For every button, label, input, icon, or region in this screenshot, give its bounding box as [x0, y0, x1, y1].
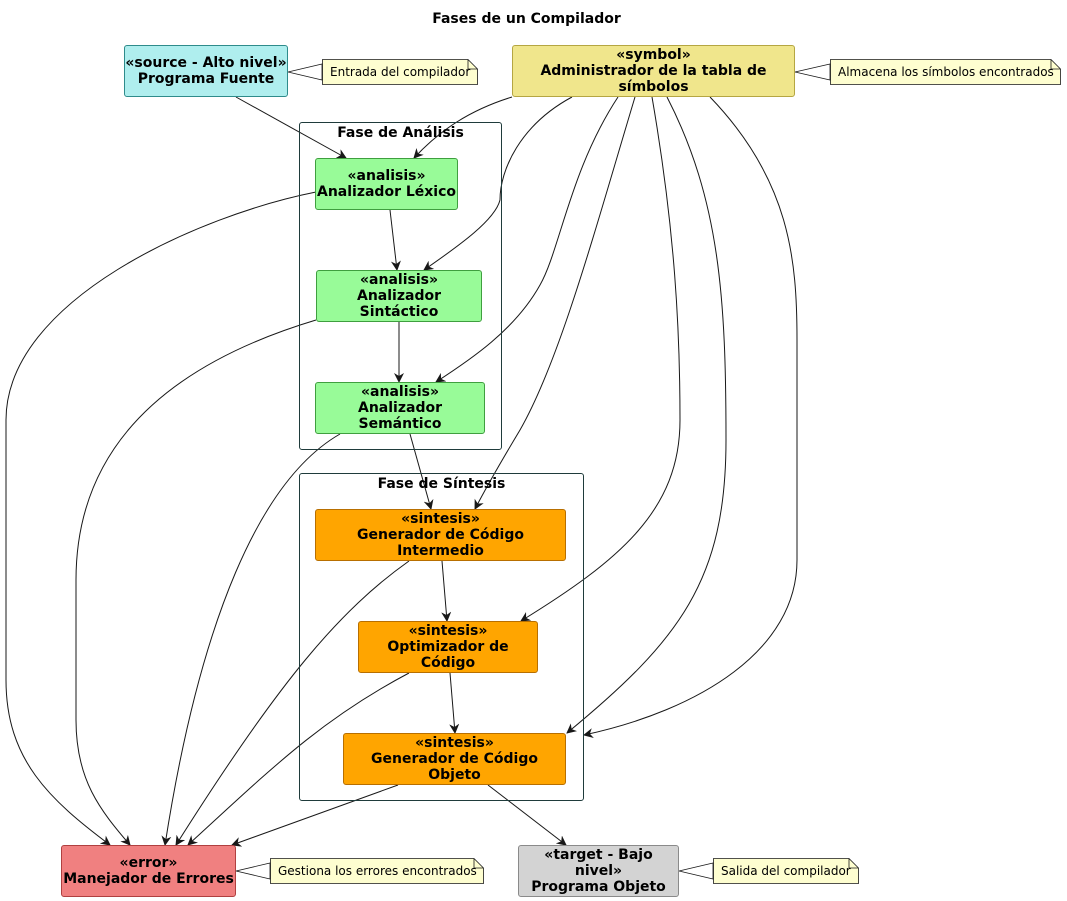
node-label: Analizador Léxico: [316, 184, 457, 200]
edge-objeto-target: [487, 784, 567, 846]
note-source: Entrada del compilador: [322, 59, 478, 85]
node-stereotype: «analisis»: [360, 384, 439, 400]
diagram-title: Fases de un Compilador: [432, 11, 621, 27]
edge-objeto-error: [231, 784, 399, 847]
node-label: Analizador Sintáctico: [357, 288, 441, 320]
edge-symbol-error: [583, 96, 798, 738]
node-stereotype: «sintesis»: [415, 735, 494, 751]
note-connector-symbol: [794, 63, 831, 81]
edge-sintactico-error: [75, 319, 317, 846]
note-connector-error: [235, 862, 271, 880]
node-stereotype: «sintesis»: [401, 511, 480, 527]
node-manejador-errores: «error» Manejador de Errores: [61, 845, 236, 897]
note-connector-source: [287, 63, 323, 81]
node-codigo-intermedio: «sintesis» Generador de Código Intermedi…: [315, 509, 566, 561]
edge-symbol-objeto: [566, 96, 727, 734]
package-analisis-title: Fase de Análisis: [337, 125, 464, 141]
node-stereotype: «target - Bajo nivel»: [544, 847, 653, 879]
note-target: Salida del compilador: [713, 858, 859, 884]
node-programa-objeto: «target - Bajo nivel» Programa Objeto: [518, 845, 679, 897]
node-label: Optimizador de Código: [387, 639, 509, 671]
edge-optimizador-objeto: [449, 672, 460, 734]
edge-optimizador-error: [187, 672, 410, 846]
node-label: Programa Fuente: [137, 71, 275, 87]
edge-symbol-semantico: [435, 96, 619, 383]
note-target-text: Salida del compilador: [721, 864, 851, 878]
node-stereotype: «source - Alto nivel»: [125, 55, 287, 71]
node-label: Generador de Código Objeto: [371, 751, 538, 783]
node-stereotype: «analisis»: [347, 168, 426, 184]
node-stereotype: «error»: [119, 855, 178, 871]
node-stereotype: «analisis»: [359, 272, 438, 288]
edge-semantico-error: [161, 433, 341, 846]
node-stereotype: «symbol»: [616, 47, 691, 63]
note-error-text: Gestiona los errores encontrados: [278, 864, 477, 878]
edge-symbol-lexico: [413, 96, 513, 159]
note-symbol: Almacena los símbolos encontrados: [830, 59, 1061, 85]
node-programa-fuente: «source - Alto nivel» Programa Fuente: [124, 45, 288, 97]
edge-symbol-sintactico: [423, 96, 573, 271]
note-shape: [713, 858, 859, 884]
edge-lexico-sintactico: [389, 209, 401, 271]
package-sintesis: Fase de Síntesis: [299, 473, 584, 801]
note-shape: [830, 59, 1061, 85]
note-source-text: Entrada del compilador: [330, 65, 471, 79]
node-label: Manejador de Errores: [63, 871, 234, 887]
edge-source-lexico: [235, 96, 347, 159]
note-shape: [270, 858, 484, 884]
node-label: Analizador Semántico: [358, 400, 442, 432]
node-analizador-sintactico: «analisis» Analizador Sintáctico: [316, 270, 482, 322]
edge-intermedio-error: [175, 560, 410, 846]
node-codigo-objeto: «sintesis» Generador de Código Objeto: [343, 733, 566, 785]
edge-semantico-intermedio: [409, 433, 434, 510]
node-stereotype: «sintesis»: [408, 623, 488, 639]
edge-symbol-intermedio: [474, 96, 636, 510]
note-symbol-text: Almacena los símbolos encontrados: [838, 65, 1054, 79]
node-optimizador-codigo: «sintesis» Optimizador de Código: [358, 621, 538, 673]
node-analizador-semantico: «analisis» Analizador Semántico: [315, 382, 485, 434]
note-shape: [322, 59, 478, 85]
node-tabla-simbolos: «symbol» Administrador de la tabla de sí…: [512, 45, 795, 97]
node-analizador-lexico: «analisis» Analizador Léxico: [315, 158, 458, 210]
edge-intermedio-optimizador: [441, 560, 452, 622]
note-connector-target: [678, 862, 714, 880]
node-label: Programa Objeto: [531, 879, 666, 895]
node-label: Administrador de la tabla de símbolos: [540, 63, 767, 95]
node-label: Generador de Código Intermedio: [357, 527, 524, 559]
edge-lexico-error: [5, 191, 317, 846]
package-analisis: Fase de Análisis: [299, 122, 502, 450]
package-sintesis-title: Fase de Síntesis: [377, 476, 506, 492]
note-error: Gestiona los errores encontrados: [270, 858, 484, 884]
edge-symbol-optimizador: [520, 96, 681, 622]
